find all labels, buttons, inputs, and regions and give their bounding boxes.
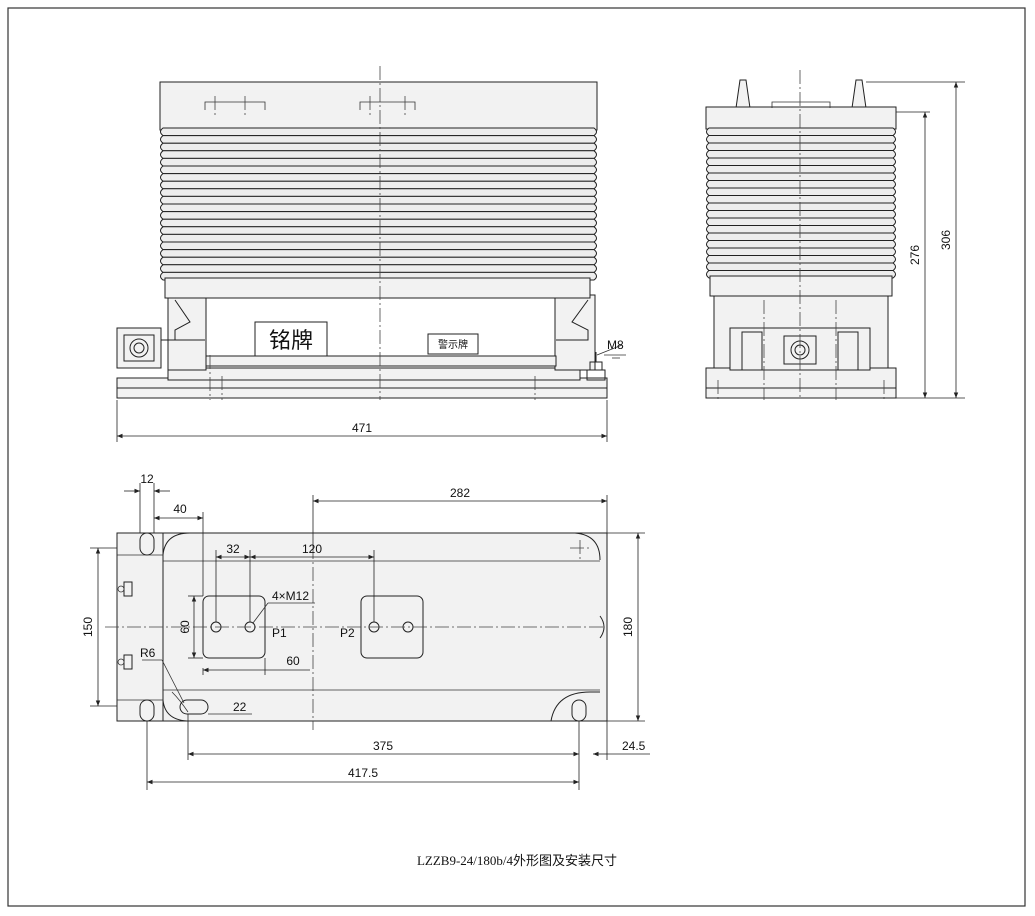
rib-segment — [706, 157, 896, 166]
rib-segment — [706, 232, 896, 241]
rib-segment — [706, 202, 896, 211]
bolt-m8-label: M8 — [607, 338, 624, 352]
rib-segment — [706, 165, 896, 174]
dim-417-5: 417.5 — [348, 766, 378, 780]
rib-segment — [706, 262, 896, 271]
rib-segment — [706, 142, 896, 151]
side-view: 276 306 — [705, 70, 965, 400]
dim-306: 306 — [939, 230, 953, 250]
rib-segment — [706, 225, 896, 234]
dim-276: 276 — [908, 245, 922, 265]
hole-label: 4×M12 — [272, 589, 309, 603]
dim-32: 32 — [226, 542, 240, 556]
front-ribs — [160, 127, 597, 281]
rib-segment — [706, 255, 896, 264]
rib-segment — [160, 150, 597, 159]
rib-segment — [706, 195, 896, 204]
dim-24-5: 24.5 — [622, 739, 646, 753]
rib-segment — [706, 247, 896, 256]
dim-282: 282 — [450, 486, 470, 500]
warning-label: 警示牌 — [438, 338, 468, 351]
rib-segment — [706, 217, 896, 226]
dim-60-vertical: 60 — [178, 620, 192, 634]
terminal-p1: P1 — [272, 626, 287, 640]
rib-segment — [160, 226, 597, 235]
terminal-p2: P2 — [340, 626, 355, 640]
rib-segment — [160, 211, 597, 220]
dim-22: 22 — [233, 700, 247, 714]
radius-r6: R6 — [140, 646, 156, 660]
rib-segment — [160, 233, 597, 243]
rib-segment — [160, 165, 597, 175]
rib-segment — [706, 172, 896, 181]
front-view: 铭牌 警示牌 M8 471 — [116, 66, 626, 442]
dim-120: 120 — [302, 542, 322, 556]
rib-segment — [160, 127, 597, 137]
rib-segment — [160, 135, 597, 144]
rib-segment — [160, 203, 597, 213]
drawing-frame — [7, 7, 1026, 907]
rib-segment — [160, 249, 597, 258]
dim-40: 40 — [173, 502, 187, 516]
rib-segment — [706, 187, 896, 196]
plan-view: 12 40 282 32 120 4×M12 60 P1 P2 60 — [81, 472, 650, 790]
rib-segment — [160, 241, 597, 251]
rib-segment — [706, 150, 896, 159]
dim-60-horizontal: 60 — [286, 654, 300, 668]
side-ribs — [706, 127, 896, 279]
rib-segment — [160, 264, 597, 273]
rib-segment — [160, 173, 597, 182]
drawing-caption: LZZB9-24/180b/4外形图及安装尺寸 — [417, 853, 617, 868]
rib-segment — [160, 142, 597, 152]
dim-150: 150 — [81, 617, 95, 637]
rib-segment — [706, 210, 896, 219]
rib-segment — [160, 180, 597, 190]
rib-segment — [160, 188, 597, 197]
rib-segment — [706, 180, 896, 189]
rib-segment — [160, 256, 597, 266]
dim-180: 180 — [621, 617, 635, 637]
dim-375: 375 — [373, 739, 393, 753]
rib-segment — [160, 195, 597, 205]
rib-segment — [706, 135, 896, 144]
warning-plate — [427, 333, 479, 355]
nameplate — [254, 321, 328, 357]
dim-12: 12 — [140, 472, 154, 486]
rib-segment — [706, 240, 896, 249]
nameplate-label: 铭牌 — [269, 328, 313, 353]
rib-segment — [160, 218, 597, 228]
rib-segment — [706, 127, 896, 136]
rib-segment — [160, 157, 597, 167]
dim-471: 471 — [352, 421, 372, 435]
